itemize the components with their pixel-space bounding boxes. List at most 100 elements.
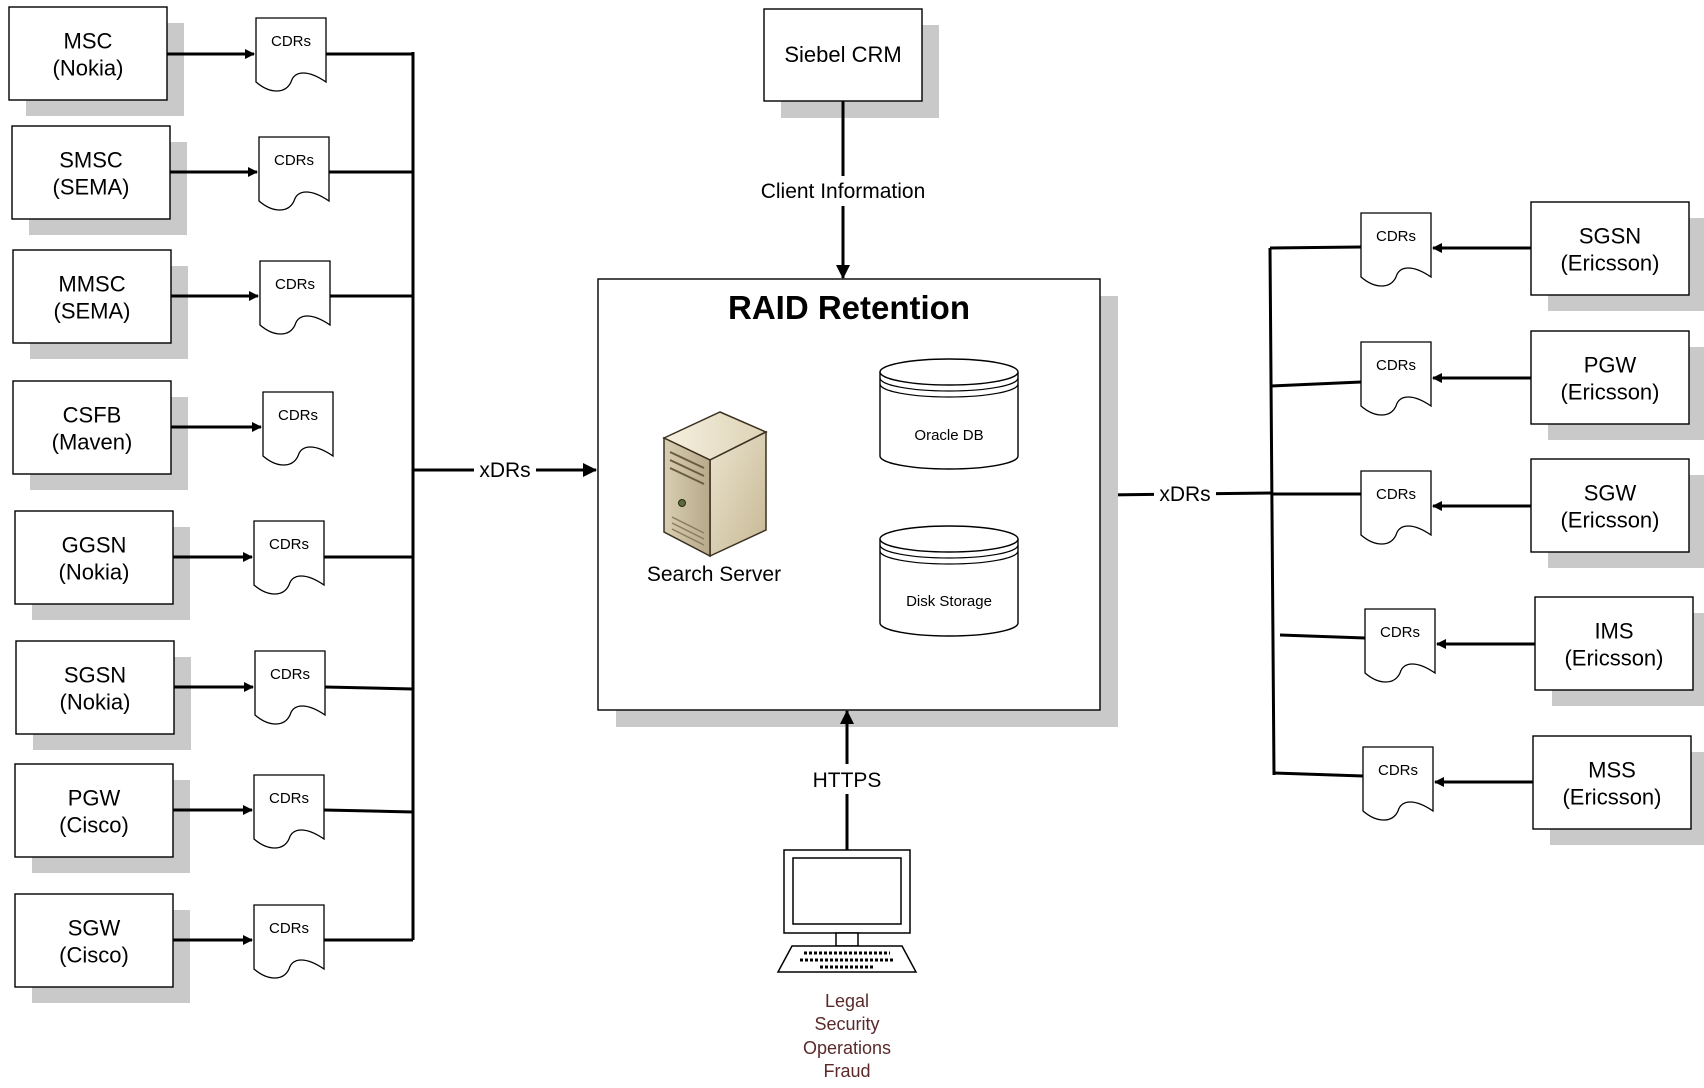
right-source-name: IMS <box>1594 619 1633 644</box>
left-bus <box>411 52 597 940</box>
cdr-document-label: CDRs <box>275 276 315 293</box>
right-source-0: SGSN(Ericsson)CDRs <box>1269 201 1704 311</box>
workstation-icon <box>776 849 918 973</box>
right-source-3: IMS(Ericsson) CDRs <box>1279 596 1704 706</box>
left-source-vendor: (Nokia) <box>53 56 124 81</box>
oracle-db-label: Oracle DB <box>914 427 983 444</box>
siebel-crm-label: Siebel CRM <box>784 42 901 67</box>
doc-to-bus-line <box>1270 380 1362 388</box>
left-source-name: SMSC <box>59 148 123 173</box>
search-server-label: Search Server <box>647 563 781 586</box>
left-source-3: CSFB(Maven)CDRs <box>12 380 334 490</box>
right-bus <box>1103 247 1276 776</box>
user-group-fraud: Fraud <box>823 1061 870 1081</box>
left-source-name: PGW <box>68 786 121 811</box>
right-source-vendor: (Ericsson) <box>1562 785 1661 810</box>
doc-to-bus-line <box>324 685 414 691</box>
left-source-1: SMSC(SEMA) CDRs <box>11 125 413 235</box>
left-source-name: SGW <box>68 916 121 941</box>
cdr-document-icon <box>1360 212 1432 287</box>
left-source-2: MMSC(SEMA) CDRs <box>12 249 413 359</box>
user-group-legal: Legal <box>825 991 869 1011</box>
right-source-1: PGW(Ericsson) CDRs <box>1270 330 1704 440</box>
left-source-4: GGSN(Nokia) CDRs <box>14 510 413 620</box>
left-source-name: MSC <box>64 29 113 54</box>
left-source-name: MMSC <box>58 272 125 297</box>
cdr-document-label: CDRs <box>1376 228 1416 245</box>
left-source-box <box>8 6 168 101</box>
left-source-vendor: (Nokia) <box>59 560 130 585</box>
cdr-document-label: CDRs <box>269 920 309 937</box>
left-bus-label: xDRs <box>479 459 530 482</box>
left-source-vendor: (Maven) <box>52 430 133 455</box>
doc-to-bus-line <box>1269 245 1362 250</box>
right-source-vendor: (Ericsson) <box>1560 251 1659 276</box>
left-source-name: GGSN <box>62 533 127 558</box>
left-source-vendor: (Cisco) <box>59 813 129 838</box>
right-source-box <box>1532 735 1692 830</box>
cdr-document-icon <box>1364 608 1436 683</box>
right-source-box <box>1530 330 1690 425</box>
user-group-security: Security <box>814 1014 879 1034</box>
https-link-label: HTTPS <box>813 769 882 792</box>
right-source-box <box>1530 201 1690 296</box>
left-source-box <box>15 640 175 735</box>
siebel-crm-node: Siebel CRM <box>763 8 939 118</box>
left-source-vendor: (Cisco) <box>59 943 129 968</box>
cdr-document-label: CDRs <box>271 33 311 50</box>
left-source-vendor: (SEMA) <box>53 175 130 200</box>
server-icon <box>662 411 768 558</box>
right-source-name: SGW <box>1584 481 1637 506</box>
cdr-document-label: CDRs <box>1380 624 1420 641</box>
cdr-document-icon <box>255 17 327 92</box>
left-source-5: SGSN(Nokia) CDRs <box>15 640 414 750</box>
left-source-box <box>14 510 174 605</box>
cdr-document-icon <box>258 136 330 211</box>
disk-storage-icon <box>879 525 1019 637</box>
right-source-vendor: (Ericsson) <box>1564 646 1663 671</box>
right-sources: SGSN(Ericsson)CDRsPGW(Ericsson)CDRsSGW(E… <box>1269 201 1704 845</box>
cdr-document-icon <box>1360 470 1432 545</box>
cdr-document-icon <box>253 904 325 979</box>
cdr-document-label: CDRs <box>269 536 309 553</box>
cdr-document-icon <box>1360 341 1432 416</box>
cdr-document-icon <box>262 391 334 466</box>
doc-to-bus-line <box>323 808 414 814</box>
right-source-vendor: (Ericsson) <box>1560 508 1659 533</box>
left-source-0: MSC(Nokia) CDRs <box>8 6 413 116</box>
left-source-vendor: (Nokia) <box>60 690 131 715</box>
left-source-box <box>12 380 172 475</box>
cdr-document-label: CDRs <box>278 407 318 424</box>
left-source-box <box>14 763 174 858</box>
left-source-7: SGW(Cisco) CDRs <box>14 893 413 1003</box>
crm-link-label: Client Information <box>761 180 926 203</box>
cdr-document-label: CDRs <box>274 152 314 169</box>
right-source-box <box>1534 596 1694 691</box>
cdr-document-label: CDRs <box>269 790 309 807</box>
right-source-name: MSS <box>1588 758 1636 783</box>
cdr-document-icon <box>259 260 331 335</box>
right-bus-label: xDRs <box>1159 483 1210 506</box>
doc-to-bus-line <box>1279 633 1366 640</box>
oracle-db-icon <box>879 358 1019 470</box>
left-source-6: PGW(Cisco) CDRs <box>14 763 414 873</box>
right-source-vendor: (Ericsson) <box>1560 380 1659 405</box>
raid-retention-title: RAID Retention <box>728 289 970 326</box>
cdr-document-icon <box>253 520 325 595</box>
right-source-2: SGW(Ericsson) CDRs <box>1272 458 1704 568</box>
right-source-name: PGW <box>1584 353 1637 378</box>
cdr-document-icon <box>253 774 325 849</box>
doc-to-bus-line <box>1273 771 1364 778</box>
disk-storage-label: Disk Storage <box>906 593 992 610</box>
left-source-name: SGSN <box>64 663 126 688</box>
cdr-document-label: CDRs <box>1376 486 1416 503</box>
left-source-vendor: (SEMA) <box>54 299 131 324</box>
left-source-box <box>11 125 171 220</box>
cdr-document-label: CDRs <box>270 666 310 683</box>
left-source-box <box>14 893 174 988</box>
left-sources: MSC(Nokia)CDRsSMSC(SEMA)CDRsMMSC(SEMA)CD… <box>8 6 414 1003</box>
cdr-document-label: CDRs <box>1376 357 1416 374</box>
user-groups-list: Legal Security Operations Fraud <box>803 991 891 1081</box>
right-source-4: MSS(Ericsson)CDRs <box>1273 735 1704 845</box>
